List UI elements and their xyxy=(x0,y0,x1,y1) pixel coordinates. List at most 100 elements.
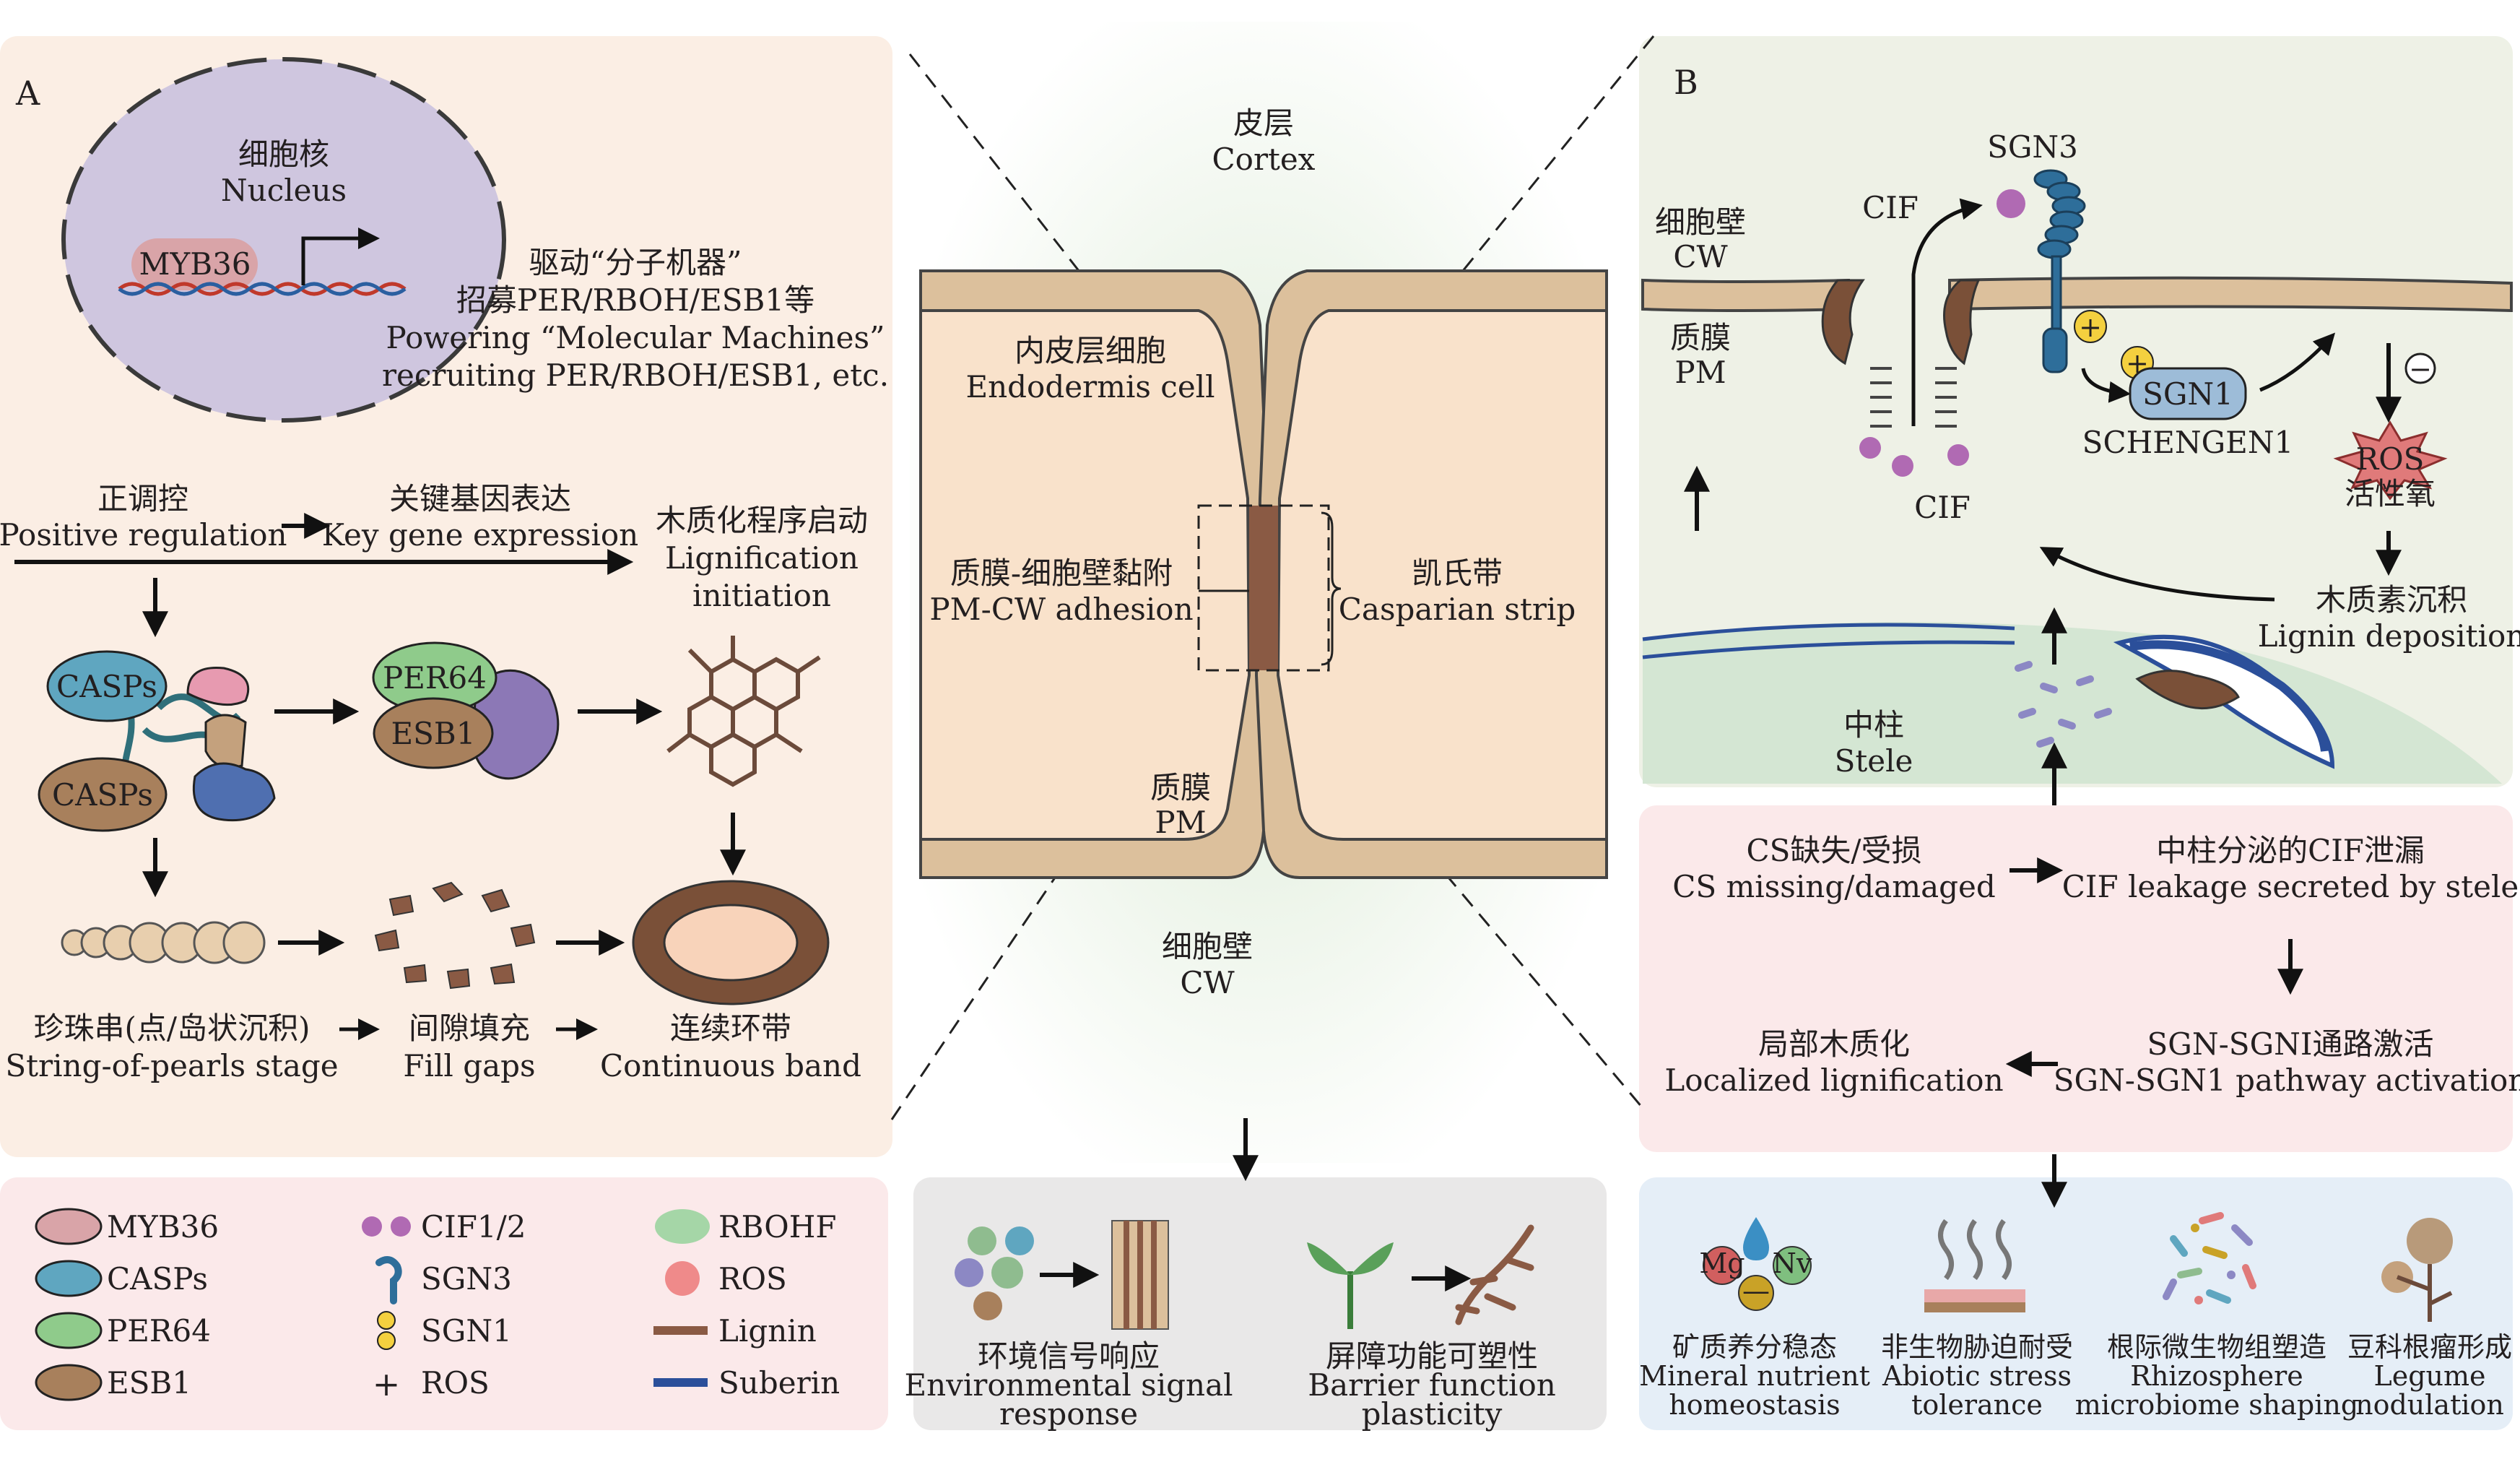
lignification-en1: Lignification xyxy=(665,540,859,576)
panel-a-label: A xyxy=(15,74,40,113)
cw-en: CW xyxy=(1180,965,1235,1000)
panel-b-label: B xyxy=(1674,63,1698,102)
minus-label: — xyxy=(1742,1275,1770,1307)
casparian-strip xyxy=(1249,506,1278,670)
env-zh: 环境信号响应 xyxy=(978,1338,1160,1374)
lignification-zh: 木质化程序启动 xyxy=(656,503,868,538)
legend-per64: PER64 xyxy=(107,1313,211,1349)
legend-lignin-swatch xyxy=(653,1326,708,1335)
pore-dashes xyxy=(1870,367,1957,428)
gap-fill-ring xyxy=(374,881,536,990)
mineral-en1: Mineral nutrient xyxy=(1639,1360,1870,1392)
membrane-band xyxy=(1641,276,2513,428)
arrow-sgn3-to-sgn1 xyxy=(2081,368,2131,403)
stele-zh: 中柱 xyxy=(1843,707,1904,743)
positive-regulation-en: Positive regulation xyxy=(0,517,287,553)
cif-top-label: CIF xyxy=(1862,190,1919,225)
localized-en: Localized lignification xyxy=(1664,1063,2003,1098)
endodermis-cells xyxy=(919,269,1608,879)
legend-suberin-swatch xyxy=(653,1378,708,1387)
cif-particle-top xyxy=(1997,189,2025,218)
env-en1: Environmental signal xyxy=(904,1367,1233,1403)
sgn-pathway-en: SGN-SGN1 pathway activation xyxy=(2054,1063,2520,1098)
legend-rbohf: RBOHF xyxy=(718,1209,836,1245)
arrow-lignin-to-membrane xyxy=(2039,547,2275,602)
nucleus-label-en: Nucleus xyxy=(221,173,347,208)
pearls-en: String-of-pearls stage xyxy=(5,1048,338,1083)
casps-oval-top xyxy=(46,650,168,722)
gaps-zh: 间隙填充 xyxy=(409,1011,530,1046)
casparian-zh: 凯氏带 xyxy=(1412,555,1503,591)
casps-label-top: CASPs xyxy=(56,669,157,704)
sgn1-box xyxy=(2129,367,2247,420)
barrier-en2: plasticity xyxy=(1362,1396,1503,1432)
plus-circle-1 xyxy=(2074,310,2107,343)
env-en2: response xyxy=(999,1396,1138,1432)
lignin-dep-en: Lignin deposition xyxy=(2258,618,2520,654)
legend-myb36-swatch xyxy=(35,1208,103,1245)
dna-strand-2 xyxy=(118,282,407,296)
legend-per64-swatch xyxy=(35,1312,103,1349)
panel-b-flow-background xyxy=(1639,805,2513,1152)
legend-myb36: MYB36 xyxy=(107,1209,219,1245)
abiotic-en2: tolerance xyxy=(1911,1389,2043,1421)
band-zh: 连续环带 xyxy=(670,1011,791,1046)
abiotic-zh: 非生物胁迫耐受 xyxy=(1881,1331,2073,1363)
barrier-en1: Barrier function xyxy=(1308,1367,1556,1403)
esb1-shape xyxy=(204,714,247,769)
casparian-en: Casparian strip xyxy=(1339,592,1576,627)
legend-suberin: Suberin xyxy=(718,1365,840,1401)
esb1-label: ESB1 xyxy=(391,716,475,751)
environmental-signal-icon xyxy=(955,1220,1169,1330)
cortex-zh: 皮层 xyxy=(1233,105,1294,141)
right-cell-interior xyxy=(1276,309,1608,841)
pm-en: PM xyxy=(1155,805,1206,840)
esb1-oval xyxy=(373,697,494,769)
pm-zh: 质膜 xyxy=(1150,770,1211,805)
sgn3-label: SGN3 xyxy=(1987,129,2078,165)
cif-leak-en: CIF leakage secreted by stele xyxy=(2062,869,2519,904)
positive-regulation-zh: 正调控 xyxy=(97,481,188,516)
per64-label: PER64 xyxy=(383,660,487,696)
barrier-plasticity-icon xyxy=(1307,1224,1534,1329)
ros-label: ROS xyxy=(2356,441,2425,477)
localized-zh: 局部木质化 xyxy=(1758,1026,1910,1062)
arrow-sgn1-to-ros xyxy=(2259,332,2336,392)
right-bottom-background xyxy=(1639,1177,2513,1430)
abiotic-stress-icon xyxy=(1924,1219,2025,1312)
stele-cell-outline-2 xyxy=(1642,640,2015,659)
adhesion-zh: 质膜-细胞壁黏附 xyxy=(950,555,1173,591)
sgn3-receptor xyxy=(2033,169,2086,373)
rhizo-zh: 根际微生物组塑造 xyxy=(2107,1331,2326,1363)
mineral-en2: homeostasis xyxy=(1669,1389,1840,1421)
b-pm-zh: 质膜 xyxy=(1670,320,1731,355)
legend-plus-icon: + xyxy=(373,1364,401,1403)
cif-transport-arrow xyxy=(1911,198,1983,426)
legend-lignin: Lignin xyxy=(718,1313,817,1349)
mineral-nutrient-icon: Mg Nv — xyxy=(1699,1217,1812,1311)
rhizo-en1: Rhizosphere xyxy=(2130,1360,2303,1392)
plus-sign-1: + xyxy=(2079,311,2102,343)
ros-zh: 活性氧 xyxy=(2345,476,2436,511)
rhizosphere-microbiome-icon xyxy=(2163,1212,2256,1304)
adhesion-en: PM-CW adhesion xyxy=(929,592,1193,627)
schengen1-label: SCHENGEN1 xyxy=(2082,425,2294,460)
cortex-en: Cortex xyxy=(1212,142,1316,177)
driver-text-zh: 驱动“分子机器” xyxy=(529,245,742,280)
ros-burst xyxy=(2333,420,2448,501)
stele-cell-outline xyxy=(1642,623,2015,641)
legend-sgn1-swatch-1 xyxy=(377,1311,396,1330)
gaps-en: Fill gaps xyxy=(403,1048,535,1083)
abiotic-en1: Abiotic stress xyxy=(1882,1360,2072,1392)
casps-cluster: CASPs CASPs xyxy=(38,650,276,832)
legend-ros: ROS xyxy=(718,1261,787,1297)
casps-label-bottom: CASPs xyxy=(52,777,153,813)
minus-sign: − xyxy=(2409,353,2432,385)
sgn1-label: SGN1 xyxy=(2142,376,2233,412)
driver-text-en2: recruiting PER/RBOH/ESB1, etc. xyxy=(382,358,889,393)
endodermis-en: Endodermis cell xyxy=(965,369,1215,404)
b-cw-zh: 细胞壁 xyxy=(1655,204,1746,240)
legend-casps: CASPs xyxy=(107,1261,208,1297)
suberin-lignin-deposit xyxy=(2113,634,2335,769)
barrier-zh: 屏障功能可塑性 xyxy=(1326,1338,1538,1374)
